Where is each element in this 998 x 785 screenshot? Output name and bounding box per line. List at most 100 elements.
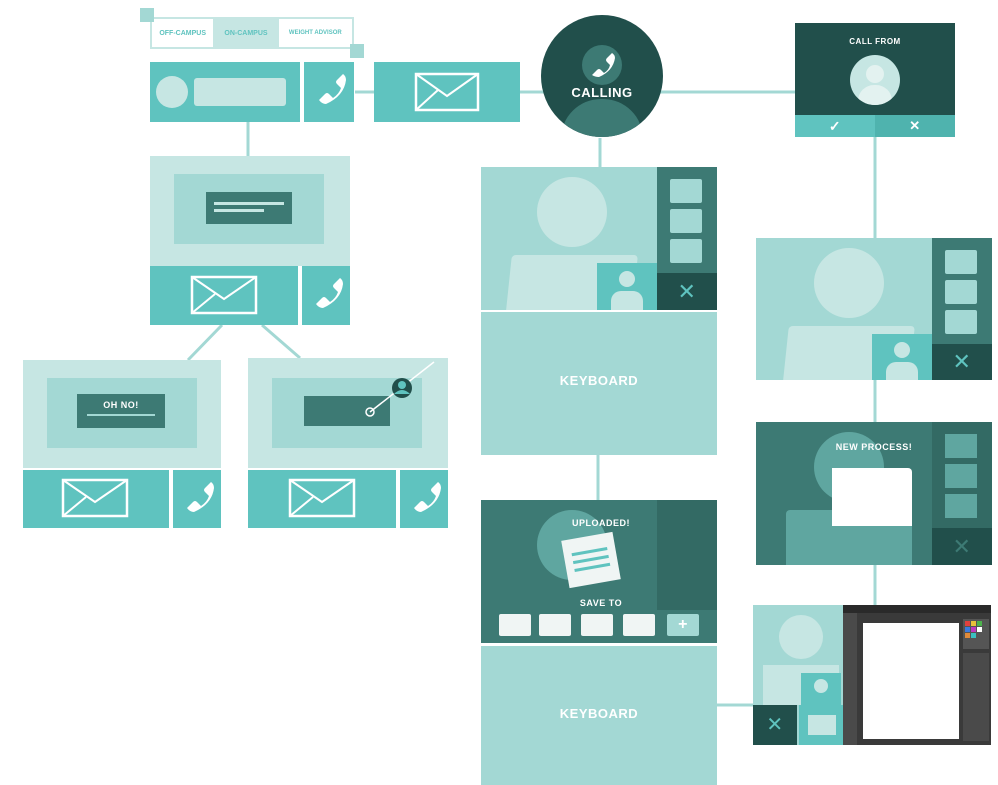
folder-icon[interactable]	[539, 614, 571, 636]
save-to-label: SAVE TO	[579, 598, 623, 608]
envelope-icon	[414, 72, 480, 112]
screen-card-level2	[150, 156, 350, 266]
keyboard-panel[interactable]: KEYBOARD	[481, 312, 717, 455]
folder-button[interactable]	[799, 705, 845, 745]
envelope-icon	[190, 275, 258, 315]
close-button[interactable]: ✕	[753, 705, 797, 745]
call-from-label: CALL FROM	[849, 37, 901, 46]
self-view	[597, 263, 657, 310]
notice-box	[206, 192, 292, 224]
layers-panel	[963, 653, 989, 741]
message-box[interactable]	[150, 266, 298, 325]
close-icon: ✕	[952, 534, 972, 559]
tab-bar: OFF-CAMPUS ON-CAMPUS WEIGHT ADVISOR	[150, 17, 354, 49]
folder-icon	[808, 715, 836, 735]
folder-icon[interactable]	[623, 614, 655, 636]
close-icon: ✕	[766, 714, 784, 736]
screen-card-oh-no: OH NO!	[23, 360, 221, 468]
phone-icon	[319, 74, 346, 104]
caller-head	[537, 177, 607, 247]
check-icon: ✓	[828, 118, 842, 134]
folder-icon	[945, 250, 977, 274]
tab-corner-mark	[350, 44, 364, 58]
add-folder-button[interactable]: +	[667, 614, 699, 636]
error-box: OH NO!	[77, 394, 165, 428]
document-icon	[561, 531, 621, 589]
envelope-icon	[288, 478, 356, 518]
file-sidebar	[932, 238, 992, 344]
self-view	[801, 673, 841, 707]
message-box[interactable]	[23, 470, 169, 528]
design-app-window	[843, 605, 991, 745]
avatar-icon	[619, 271, 635, 287]
envelope-icon	[61, 478, 129, 518]
keyboard-panel[interactable]: KEYBOARD	[481, 646, 717, 785]
folder-icon	[945, 434, 977, 458]
keyboard-label: KEYBOARD	[559, 373, 639, 388]
folder-icon	[945, 280, 977, 304]
folder-icon	[832, 468, 912, 526]
message-box[interactable]	[374, 62, 520, 122]
tab-off-campus[interactable]: OFF-CAMPUS	[152, 19, 216, 47]
avatar-icon	[850, 55, 900, 105]
close-button[interactable]: ✕	[657, 273, 717, 310]
phone-icon	[582, 45, 622, 85]
tab-corner-mark	[140, 8, 154, 22]
app-menubar	[843, 605, 991, 613]
folder-icon	[945, 310, 977, 334]
screen-card-connect	[248, 358, 448, 468]
oh-no-label: OH NO!	[103, 400, 139, 410]
caller-head	[779, 615, 823, 659]
close-icon: ✕	[909, 118, 921, 133]
phone-icon	[316, 278, 343, 308]
close-button[interactable]: ✕	[932, 528, 992, 565]
video-call-screen: ✕	[756, 238, 992, 380]
file-sidebar	[932, 422, 992, 528]
folder-icon	[945, 464, 977, 488]
new-process-label: NEW PROCESS!	[835, 442, 913, 452]
upload-screen: UPLOADED! SAVE TO +	[481, 500, 717, 643]
close-button[interactable]: ✕	[932, 344, 992, 380]
folder-icon	[670, 239, 702, 263]
phone-button[interactable]	[400, 470, 448, 528]
pointer-line	[365, 361, 435, 417]
phone-button[interactable]	[304, 62, 354, 122]
folder-icon	[670, 179, 702, 203]
calling-label: CALLING	[571, 85, 633, 100]
input-box	[304, 396, 390, 426]
uploaded-label: UPLOADED!	[572, 518, 630, 528]
phone-button[interactable]	[302, 266, 350, 325]
content-panel	[174, 174, 324, 244]
artboard	[863, 623, 959, 739]
new-process-screen: ✕ NEW PROCESS!	[756, 422, 992, 565]
avatar-icon	[156, 76, 188, 108]
close-icon: ✕	[952, 349, 972, 374]
contact-bar[interactable]	[150, 62, 300, 122]
folder-icon	[670, 209, 702, 233]
phone-icon	[414, 482, 441, 512]
video-call-screen: ✕	[481, 167, 717, 310]
folder-icon	[945, 494, 977, 518]
keyboard-label: KEYBOARD	[559, 706, 639, 721]
folder-icon[interactable]	[499, 614, 531, 636]
message-box[interactable]	[248, 470, 396, 528]
shared-screen: ✕	[753, 605, 845, 745]
content-panel: OH NO!	[47, 378, 197, 448]
decline-button[interactable]: ✕	[875, 115, 955, 137]
plus-icon: +	[678, 616, 688, 633]
folder-icon[interactable]	[581, 614, 613, 636]
phone-icon	[187, 482, 214, 512]
file-sidebar	[657, 500, 717, 610]
close-icon: ✕	[677, 279, 697, 304]
caller-head	[814, 248, 884, 318]
tab-weight-advisor[interactable]: WEIGHT ADVISOR	[276, 19, 352, 47]
accept-button[interactable]: ✓	[795, 115, 875, 137]
self-view	[872, 334, 932, 380]
incoming-call-card: CALL FROM ✓ ✕	[795, 23, 955, 137]
swatch-panel	[963, 619, 989, 649]
phone-button[interactable]	[173, 470, 221, 528]
calling-circle[interactable]: CALLING	[541, 15, 663, 137]
tab-on-campus[interactable]: ON-CAMPUS	[215, 19, 277, 47]
file-sidebar	[657, 167, 717, 273]
